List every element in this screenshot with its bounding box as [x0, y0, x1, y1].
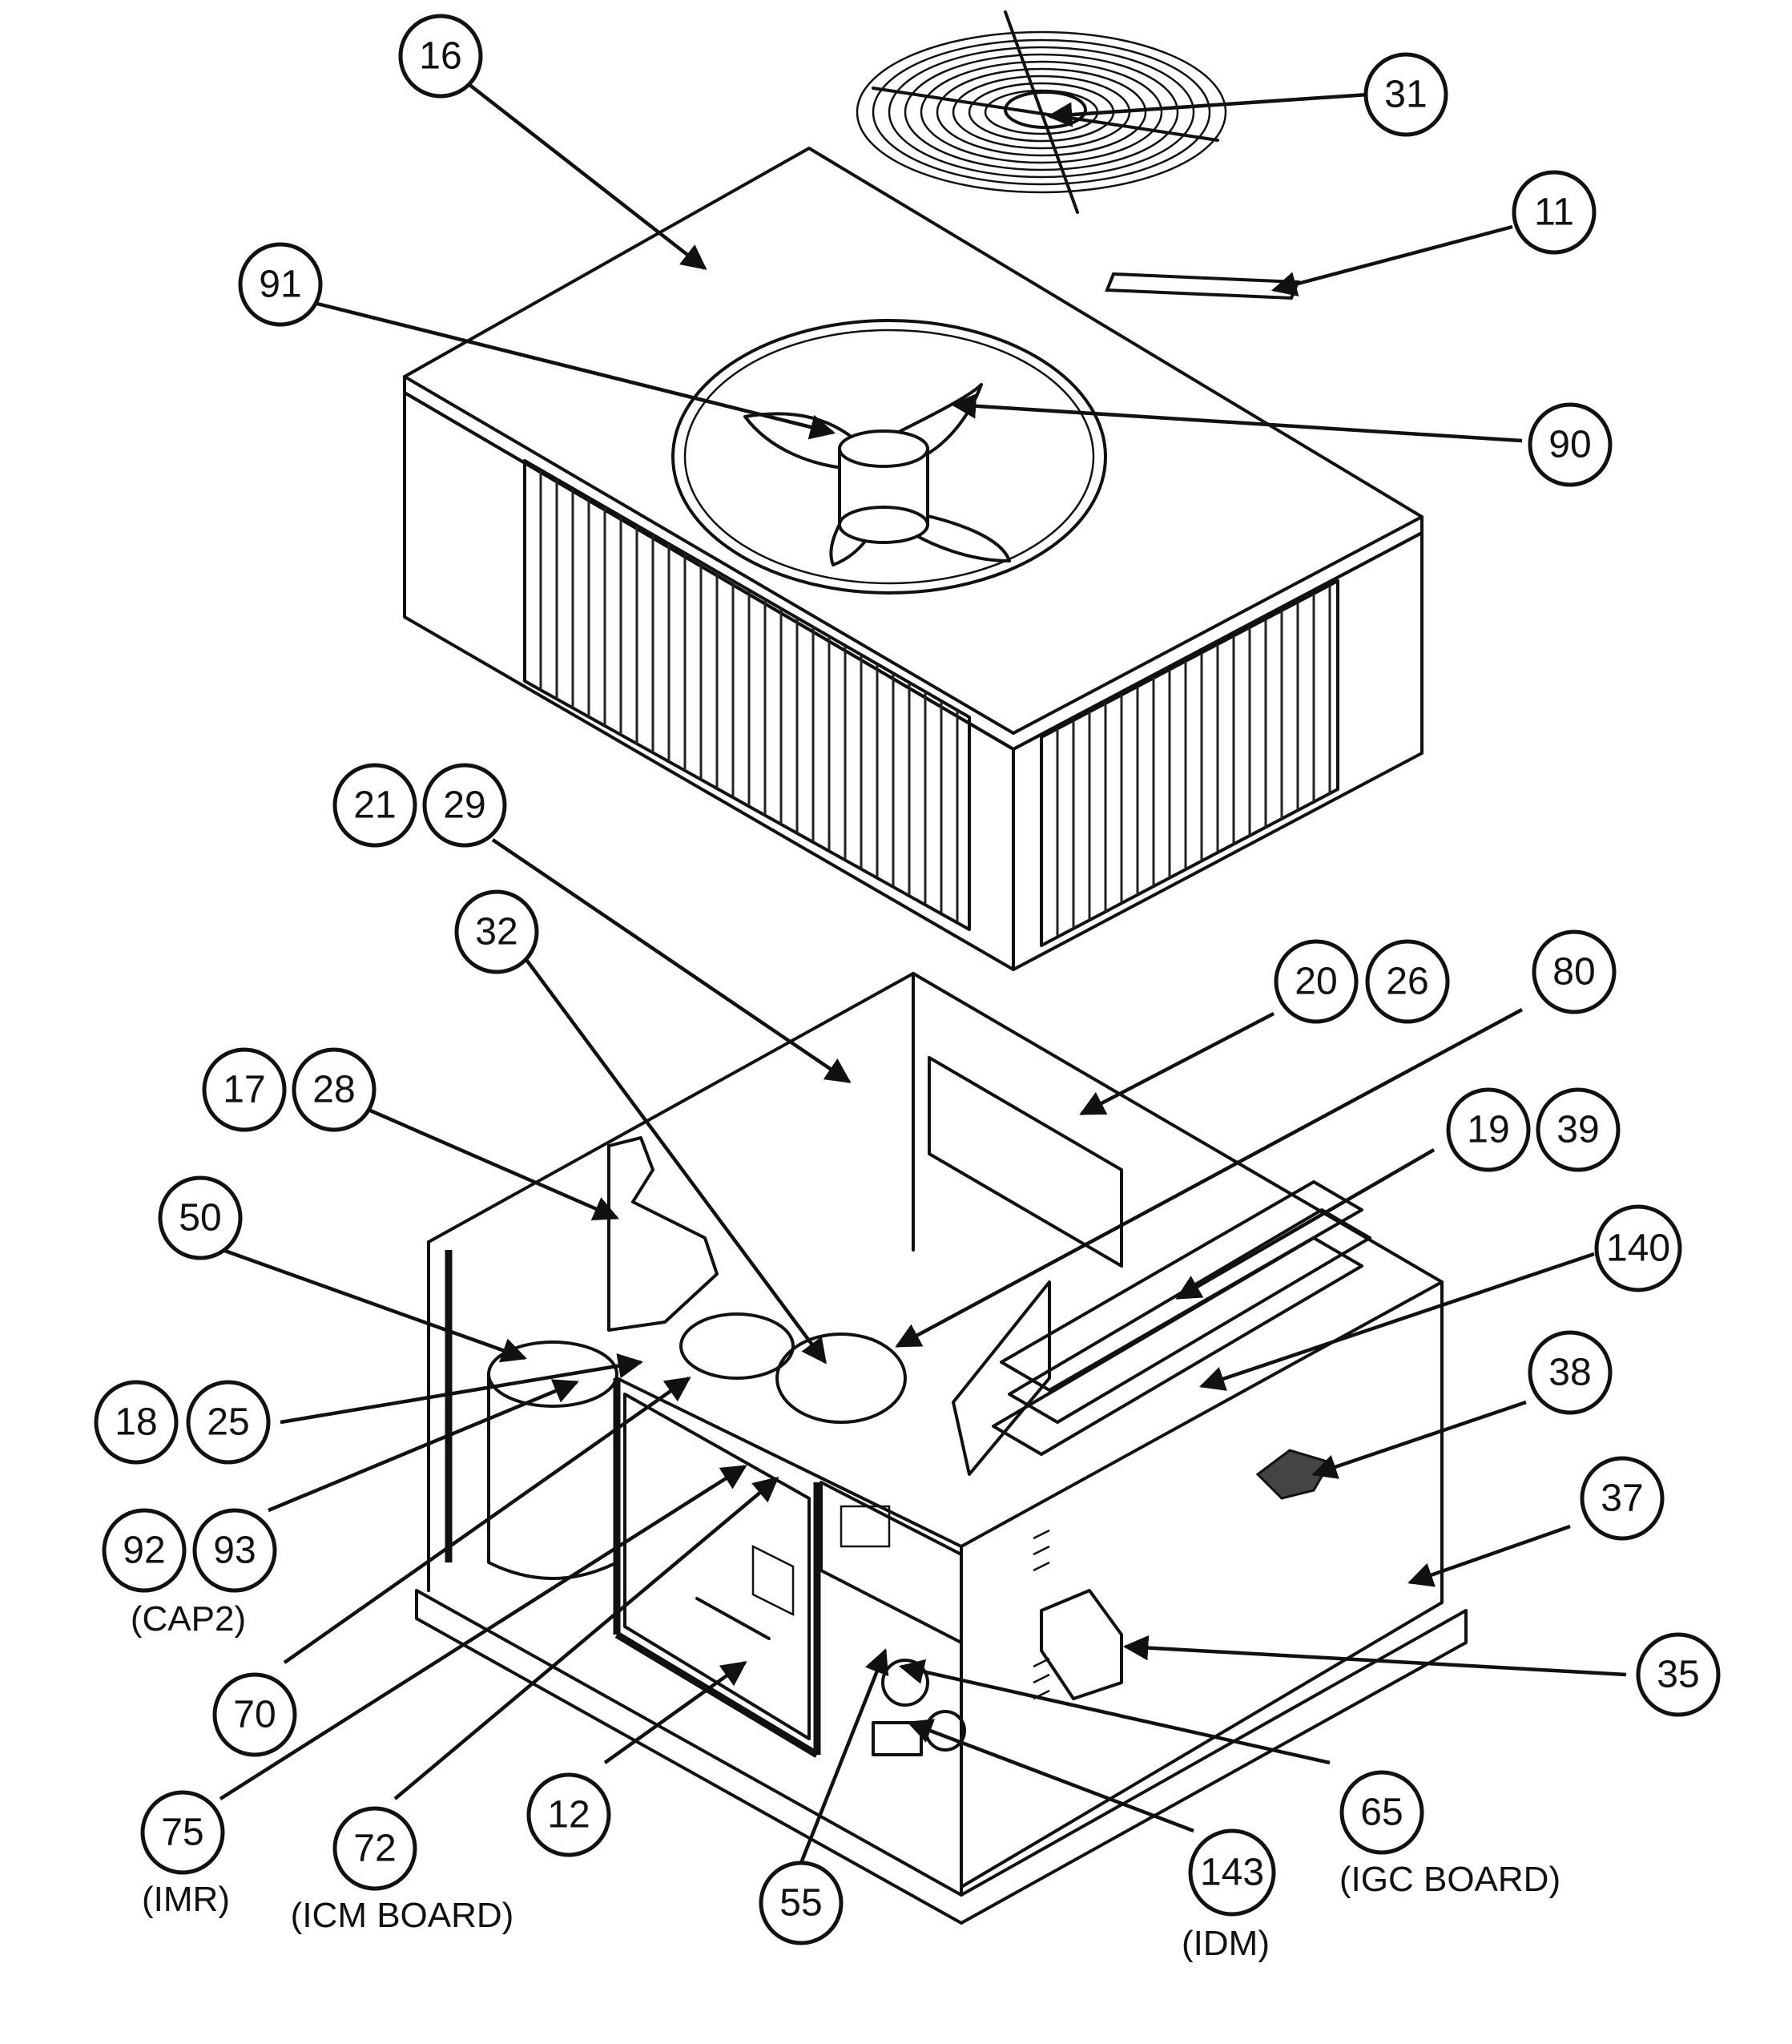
callout-38: 38 [1528, 1330, 1613, 1415]
fan-guard-grille [856, 10, 1227, 214]
svg-text:16: 16 [419, 35, 461, 78]
leader-lines [199, 83, 1627, 1864]
callout-20: 20 [1274, 939, 1359, 1024]
callout-50: 50 [158, 1175, 243, 1260]
svg-text:11: 11 [1534, 191, 1574, 234]
callout-11: 11 [1512, 170, 1597, 255]
callout-75: 75 [140, 1790, 225, 1875]
svg-text:55: 55 [779, 1882, 822, 1925]
svg-text:12: 12 [547, 1794, 590, 1836]
caption-imr: (IMR) [142, 1880, 230, 1919]
caption-icm-board: (ICM BOARD) [291, 1896, 514, 1935]
callout-39: 39 [1536, 1087, 1621, 1172]
callout-37: 37 [1580, 1456, 1665, 1541]
svg-text:35: 35 [1657, 1654, 1699, 1696]
svg-text:38: 38 [1548, 1352, 1591, 1394]
callout-93: 93 [192, 1508, 277, 1593]
callout-29: 29 [422, 763, 507, 848]
svg-text:65: 65 [1360, 1792, 1403, 1834]
callout-143: 143 [1188, 1828, 1276, 1917]
svg-text:20: 20 [1295, 961, 1337, 1003]
svg-text:143: 143 [1200, 1852, 1264, 1894]
callout-16: 16 [398, 14, 483, 99]
svg-text:32: 32 [475, 911, 517, 953]
condenser-fan-motor [838, 429, 929, 544]
svg-text:21: 21 [353, 784, 396, 827]
callout-72: 72 [332, 1806, 417, 1891]
callout-17: 17 [202, 1047, 287, 1132]
svg-text:25: 25 [207, 1401, 249, 1444]
svg-text:39: 39 [1556, 1109, 1599, 1151]
callout-91: 91 [238, 242, 323, 327]
callout-35: 35 [1636, 1632, 1721, 1717]
svg-text:140: 140 [1606, 1228, 1670, 1270]
vent-slots [1033, 1529, 1050, 1700]
callout-28: 28 [292, 1047, 377, 1132]
svg-text:28: 28 [312, 1069, 355, 1111]
callout-70: 70 [212, 1672, 297, 1757]
callout-55: 55 [759, 1861, 844, 1945]
svg-text:91: 91 [259, 264, 301, 306]
svg-text:18: 18 [115, 1401, 157, 1444]
callout-25: 25 [186, 1380, 271, 1465]
condenser-coil-fins-left [539, 470, 959, 921]
caption-igc-board: (IGC BOARD) [1339, 1860, 1560, 1899]
svg-text:92: 92 [123, 1530, 165, 1572]
svg-text:70: 70 [233, 1694, 276, 1736]
top-cover-assembly [403, 147, 1424, 971]
svg-text:31: 31 [1384, 74, 1427, 116]
svg-text:50: 50 [179, 1197, 221, 1240]
svg-text:26: 26 [1386, 961, 1428, 1003]
svg-text:90: 90 [1548, 424, 1591, 466]
callout-26: 26 [1365, 939, 1450, 1024]
callout-31: 31 [1363, 52, 1448, 137]
callout-92: 92 [102, 1508, 187, 1593]
callout-21: 21 [332, 763, 417, 848]
callout-80: 80 [1532, 929, 1617, 1014]
callout-19: 19 [1446, 1087, 1531, 1172]
svg-text:19: 19 [1467, 1109, 1509, 1151]
base-unit-cabinet [415, 972, 1468, 1925]
callout-32: 32 [454, 889, 539, 974]
callout-65: 65 [1339, 1770, 1424, 1855]
caption-idm: (IDM) [1182, 1924, 1270, 1963]
svg-text:29: 29 [443, 784, 485, 827]
svg-text:37: 37 [1601, 1478, 1643, 1520]
callout-90: 90 [1528, 402, 1613, 487]
callout-18: 18 [94, 1380, 179, 1465]
svg-text:80: 80 [1552, 951, 1595, 994]
svg-text:75: 75 [161, 1812, 203, 1854]
callout-140: 140 [1594, 1204, 1682, 1292]
cover-bracket [1105, 272, 1300, 300]
callout-12: 12 [526, 1772, 611, 1857]
svg-text:93: 93 [213, 1530, 256, 1572]
caption-cap2: (CAP2) [131, 1599, 246, 1639]
condenser-coil-fins-right [1056, 586, 1331, 937]
svg-text:17: 17 [223, 1069, 265, 1111]
svg-text:72: 72 [353, 1828, 396, 1870]
